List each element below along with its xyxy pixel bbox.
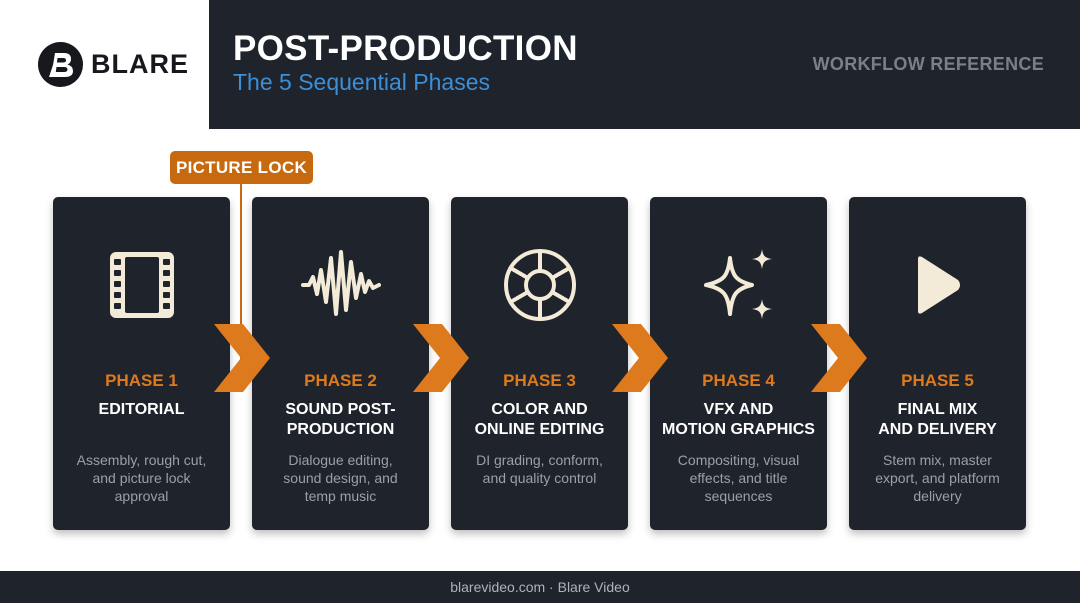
page-title: POST-PRODUCTION (233, 29, 578, 68)
header-band: POST-PRODUCTION The 5 Sequential Phases … (209, 0, 1080, 129)
brand-logo: BLARE (38, 41, 189, 87)
phase-name-line: COLOR AND (491, 401, 588, 418)
phase-name-line: EDITORIAL (98, 401, 185, 418)
phase-desc-line: and picture lock (92, 470, 191, 486)
phase-desc-line: approval (114, 488, 169, 504)
sparkle-icon (650, 245, 827, 325)
phase-desc-line: Dialogue editing, (288, 452, 393, 468)
film-strip-icon (53, 245, 230, 325)
phase-card-1: PHASE 1 EDITORIAL Assembly, rough cut, a… (53, 197, 230, 530)
phase-name: FINAL MIX AND DELIVERY (853, 400, 1022, 440)
phase-desc-line: and quality control (482, 470, 597, 486)
phase-number: PHASE 4 (702, 371, 775, 390)
phase-name-line: PRODUCTION (286, 421, 395, 438)
phase-number: PHASE 1 (105, 371, 178, 390)
phase-card-3: PHASE 3 COLOR AND ONLINE EDITING DI grad… (451, 197, 628, 530)
phase-name-line: SOUND POST- (285, 401, 396, 418)
chevron-right-icon (811, 324, 867, 392)
phase-desc-line: temp music (304, 488, 377, 504)
phase-desc-line: export, and platform (875, 470, 1000, 486)
phase-name-line: VFX AND (703, 401, 774, 418)
phase-name: VFX AND MOTION GRAPHICS (654, 400, 823, 440)
phase-desc-line: delivery (913, 488, 962, 504)
phase-number: PHASE 2 (304, 371, 377, 390)
chevron-right-icon (413, 324, 469, 392)
phase-desc-line: Assembly, rough cut, (76, 452, 207, 468)
phase-name-line: FINAL MIX (897, 401, 978, 418)
chevron-right-icon (214, 324, 270, 392)
phase-name-line: MOTION GRAPHICS (662, 421, 815, 438)
picture-lock-badge: PICTURE LOCK (170, 151, 313, 184)
phase-desc-line: sequences (704, 488, 773, 504)
workflow-reference-label: WORKFLOW REFERENCE (812, 54, 1044, 74)
phase-desc-line: effects, and title (689, 470, 788, 486)
phase-description: Assembly, rough cut, and picture lock ap… (61, 451, 222, 505)
phase-name-line: ONLINE EDITING (474, 421, 605, 438)
phase-description: Compositing, visual effects, and title s… (658, 451, 819, 505)
chevron-right-icon (612, 324, 668, 392)
phase-name-line: AND DELIVERY (878, 421, 997, 438)
phase-card-5: PHASE 5 FINAL MIX AND DELIVERY Stem mix,… (849, 197, 1026, 530)
phase-number: PHASE 3 (503, 371, 576, 390)
phase-card-4: PHASE 4 VFX AND MOTION GRAPHICS Composit… (650, 197, 827, 530)
phase-name: SOUND POST- PRODUCTION (256, 400, 425, 440)
picture-lock-line (240, 184, 242, 360)
phase-description: Stem mix, master export, and platform de… (857, 451, 1018, 505)
footer-text: blarevideo.com · Blare Video (450, 579, 630, 595)
phase-desc-line: Compositing, visual (677, 452, 800, 468)
waveform-icon (252, 245, 429, 325)
phase-card-2: PHASE 2 SOUND POST- PRODUCTION Dialogue … (252, 197, 429, 530)
phase-name: EDITORIAL (57, 400, 226, 420)
play-icon (849, 245, 1026, 325)
phase-number: PHASE 5 (901, 371, 974, 390)
phase-name: COLOR AND ONLINE EDITING (455, 400, 624, 440)
blare-b-icon (38, 41, 83, 87)
color-wheel-icon (451, 245, 628, 325)
page-subtitle: The 5 Sequential Phases (233, 69, 491, 95)
phase-desc-line: Stem mix, master (883, 452, 992, 468)
phase-desc-line: DI grading, conform, (476, 452, 603, 468)
brand-name: BLARE (91, 48, 189, 79)
phase-desc-line: sound design, and (283, 470, 398, 486)
phase-description: Dialogue editing, sound design, and temp… (260, 451, 421, 505)
footer: blarevideo.com · Blare Video (0, 571, 1080, 603)
phase-description: DI grading, conform, and quality control (459, 451, 620, 487)
